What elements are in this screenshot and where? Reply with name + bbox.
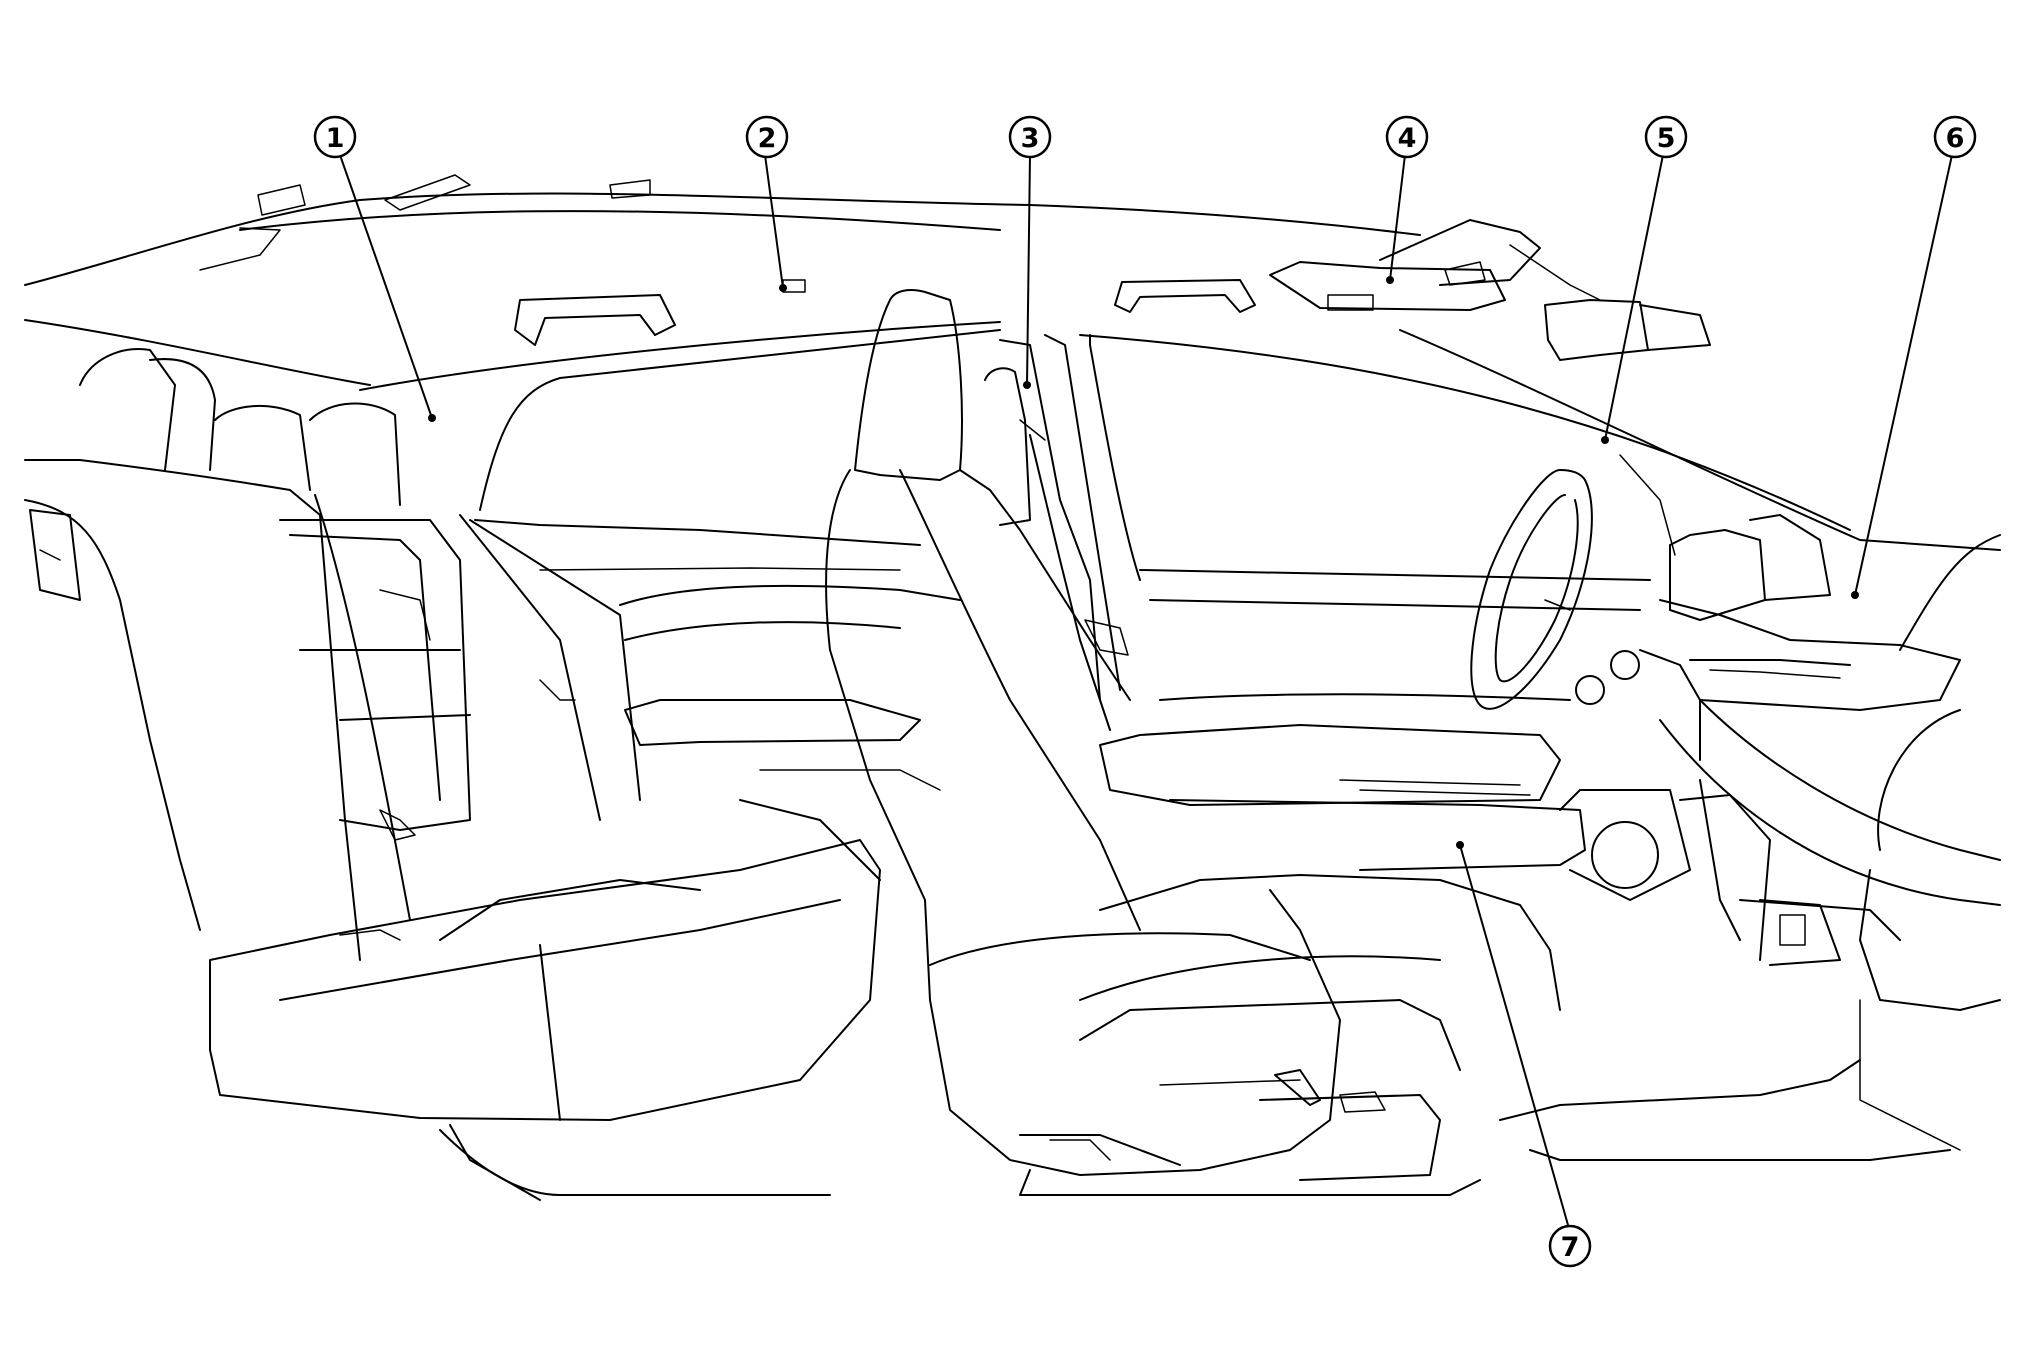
callout-4: 4	[1385, 115, 1429, 159]
callout-7-label: 7	[1561, 1232, 1580, 1263]
callout-1-label: 1	[326, 123, 345, 154]
front-seat	[825, 289, 1561, 1196]
center-console	[1099, 724, 1691, 901]
floor	[439, 1124, 831, 1201]
rearview-mirror	[1509, 244, 1711, 361]
rear-door-panel	[619, 584, 961, 881]
callout-3-label: 3	[1021, 123, 1040, 154]
callout-leaders	[339, 154, 1953, 1226]
callout-6-label: 6	[1946, 123, 1965, 154]
callout-4-label: 4	[1398, 123, 1417, 154]
callout-2: 2	[745, 115, 789, 159]
steering-wheel	[1470, 469, 1640, 710]
roof-headliner	[24, 174, 1421, 391]
callout-6: 6	[1933, 115, 1977, 159]
rear-seat-cushion	[209, 839, 881, 1121]
rear-grab-handle	[514, 294, 676, 346]
callout-2-label: 2	[758, 123, 777, 154]
callout-5: 5	[1644, 115, 1688, 159]
callout-7: 7	[1548, 1224, 1592, 1268]
rear-seat	[24, 348, 601, 961]
front-grab-handle	[1114, 279, 1256, 313]
front-seat-belt	[1029, 434, 1129, 731]
windshield	[1079, 329, 2001, 581]
overhead-console	[1269, 219, 1541, 311]
rear-door-window	[469, 329, 1001, 801]
callout-3: 3	[1008, 115, 1052, 159]
instrument-panel	[1499, 514, 2001, 1161]
rear-seat-belt	[314, 494, 416, 921]
callout-1: 1	[313, 115, 357, 159]
callout-5-label: 5	[1657, 123, 1676, 154]
